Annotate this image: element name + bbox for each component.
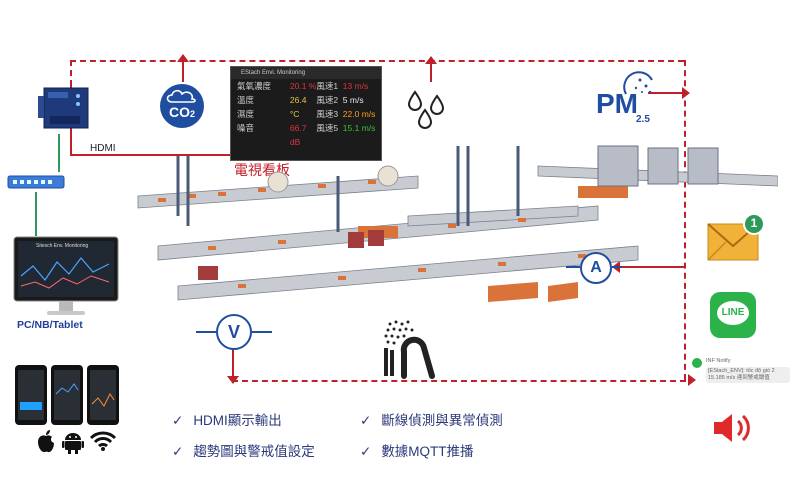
feature-item: ✓ 斷線偵測與異常偵測 xyxy=(360,409,503,429)
wind-label: 風速3 xyxy=(316,109,339,119)
wind-value: 15.1 m/s xyxy=(342,123,376,133)
check-icon: ✓ xyxy=(360,444,372,459)
desktop-monitor xyxy=(13,236,119,315)
monitor-row: 濕度 風速3 22.0 m/s xyxy=(231,107,381,121)
check-icon: ✓ xyxy=(360,413,372,428)
notification-app: INF Notify xyxy=(706,358,731,364)
feature-text: 數據MQTT推播 xyxy=(381,444,474,459)
loop-right-line xyxy=(684,60,686,380)
iot-gateway-icon xyxy=(38,87,89,129)
ammeter-lead-right xyxy=(612,266,622,268)
line-text: LINE xyxy=(721,307,745,318)
wind-value: 13 m/s xyxy=(342,81,369,91)
co2-text: CO xyxy=(169,104,190,120)
production-line-diagram xyxy=(137,145,778,302)
wind-value: 22.0 m/s xyxy=(342,109,376,119)
feature-text: 趨勢圖與警戒值設定 xyxy=(193,444,315,459)
wifi-icon xyxy=(90,431,116,451)
row-label: 濕度 xyxy=(237,109,255,119)
envelope-icon xyxy=(707,213,765,261)
notification-text: [EStach_ENV]: tốc độ gió 2 15.185 m/s 達到… xyxy=(706,367,790,383)
arrow-down-volt xyxy=(227,376,239,384)
arrow-right-bottom xyxy=(688,374,696,386)
pm-label: PM xyxy=(596,88,638,119)
pm-subscript: 2.5 xyxy=(636,114,650,125)
mobile-phones xyxy=(15,365,119,425)
row-value: 26.4 °C xyxy=(289,95,307,119)
apple-icon xyxy=(38,430,54,453)
voltmeter-icon: V xyxy=(216,314,252,350)
co2-subscript: 2 xyxy=(190,109,196,119)
line-bubble xyxy=(717,301,749,325)
pc-nb-tablet-label: PC/NB/Tablet xyxy=(17,319,83,331)
tv-monitoring-panel: EStach Envi. Monitoring 氣氧濃度 20.1 % 風速1 … xyxy=(230,66,382,161)
network-switch-icon xyxy=(7,175,65,189)
ammeter-lead-left xyxy=(566,266,580,268)
gateway-switch-wire xyxy=(58,134,60,172)
loop-top-line xyxy=(70,60,684,62)
switch-pc-wire xyxy=(35,192,37,236)
feature-item: ✓ 數據MQTT推播 xyxy=(360,440,474,460)
row-value xyxy=(290,107,316,121)
row-label: 溫度 xyxy=(237,95,255,105)
monitor-row: 溫度 26.4 °C 風速2 5 m/s xyxy=(231,93,381,119)
desktop-chart-title: Sitesch Env. Monitoring xyxy=(36,243,89,249)
arrow-right-pm xyxy=(682,87,690,99)
loop-left-stub xyxy=(70,60,72,86)
cloud-icon xyxy=(166,89,196,103)
wind-label: 風速5 xyxy=(316,123,339,133)
particles-icon xyxy=(623,71,653,95)
voltmeter-letter: V xyxy=(227,322,240,342)
feature-text: 斷線偵測與異常偵測 xyxy=(381,413,503,428)
monitor-row: 噪音 66.7 dB 風速5 15.1 m/s xyxy=(231,121,381,147)
check-icon: ✓ xyxy=(172,413,184,428)
arrow-up-water xyxy=(425,56,437,64)
arrow-up-co2 xyxy=(177,54,189,62)
wind-value: 5 m/s xyxy=(342,95,364,105)
line-app-icon: LINE xyxy=(710,292,756,338)
ammeter-letter: A xyxy=(590,259,602,276)
monitor-row: 氣氧濃度 20.1 % 風速1 13 m/s xyxy=(231,79,381,93)
hdmi-wire-horizontal xyxy=(70,154,234,156)
ammeter-wire xyxy=(622,266,686,268)
row-label: 噪音 xyxy=(237,123,255,133)
feature-item: ✓ 趨勢圖與警戒值設定 xyxy=(172,440,315,460)
check-icon: ✓ xyxy=(172,444,184,459)
bell-icon xyxy=(692,358,702,368)
co2-sensor-icon: CO2 xyxy=(160,84,204,128)
feature-item: ✓ HDMI顯示輸出 xyxy=(172,409,282,429)
mail-badge-count: 1 xyxy=(750,216,758,230)
loop-bottom-line xyxy=(232,380,686,382)
shower-person-icon xyxy=(384,320,435,379)
hdmi-label: HDMI xyxy=(90,143,116,154)
speaker-alarm-icon xyxy=(714,414,750,442)
feature-text: HDMI顯示輸出 xyxy=(193,413,282,428)
row-value: 66.7 dB xyxy=(289,123,307,147)
water-drops-icon xyxy=(407,90,445,129)
android-icon xyxy=(62,433,84,454)
pm-wire xyxy=(648,92,682,94)
voltmeter-lead-right xyxy=(252,331,272,333)
co2-wire xyxy=(182,60,184,82)
wind-label: 風速1 xyxy=(316,81,339,91)
wind-label: 風速2 xyxy=(316,95,339,105)
line-notification: INF Notify [EStach_ENV]: tốc độ gió 2 15… xyxy=(692,358,790,388)
voltmeter-wire xyxy=(232,330,234,378)
row-label: 氣氧濃度 xyxy=(237,81,272,91)
water-wire xyxy=(430,60,432,82)
row-value: 20.1 % xyxy=(289,81,317,91)
tv-panel-title: EStach Envi. Monitoring xyxy=(231,67,381,79)
ammeter-icon: A xyxy=(580,252,612,284)
voltmeter-lead-left xyxy=(196,331,216,333)
